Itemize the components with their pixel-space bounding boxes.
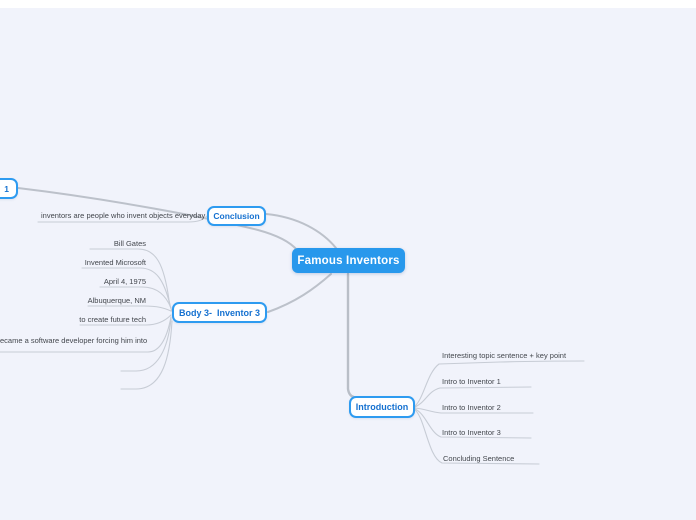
twig-invented-microsoft — [81, 267, 171, 306]
leaf-intro-inventor-1[interactable]: Intro to Inventor 1 — [442, 377, 501, 386]
branch-center-to-body3 — [267, 273, 332, 313]
node-body3-inventor3[interactable]: Body 3- Inventor 3 — [172, 302, 267, 323]
branch-center-to-conclusion — [265, 213, 337, 249]
twig-intro-inventor-2 — [414, 407, 534, 414]
leaf-create-future-tech[interactable]: to create future tech — [79, 315, 146, 324]
node-conclusion[interactable]: Conclusion — [207, 206, 266, 226]
node-famous-inventors[interactable]: Famous Inventors — [292, 248, 405, 273]
leaf-topic-sentence[interactable]: Interesting topic sentence + key point — [442, 351, 567, 360]
node-introduction[interactable]: Introduction — [349, 396, 415, 418]
twig-body3-stub-1 — [120, 318, 172, 372]
twig-intro-inventor-1 — [414, 386, 532, 408]
branch-conclusion-child — [37, 215, 208, 223]
twig-concluding-sentence — [414, 409, 540, 465]
leaf-concluding-sentence[interactable]: Concluding Sentence — [443, 454, 515, 463]
leaf-software-developer-cropped[interactable]: ecame a software developer forcing him i… — [0, 336, 148, 345]
twig-body3-stub-2 — [120, 320, 173, 390]
branch-center-to-introduction — [346, 272, 356, 399]
leaf-albuquerque-nm[interactable]: Albuquerque, NM — [87, 296, 146, 305]
leaf-invented-microsoft[interactable]: Invented Microsoft — [84, 258, 146, 267]
top-bar — [0, 0, 696, 8]
twig-albuquerque — [87, 305, 172, 312]
twig-intro-inventor-3 — [414, 408, 532, 439]
leaf-intro-inventor-2[interactable]: Intro to Inventor 2 — [442, 403, 501, 412]
leaf-april-4-1975[interactable]: April 4, 1975 — [103, 277, 146, 286]
leaf-intro-inventor-3[interactable]: Intro to Inventor 3 — [442, 428, 501, 437]
leaf-inventors-everyday[interactable]: inventors are people who invent objects … — [41, 211, 206, 220]
twig-software-developer — [0, 316, 172, 353]
leaf-bill-gates[interactable]: Bill Gates — [113, 239, 146, 248]
node-body1-cropped[interactable]: 1 — [0, 178, 18, 199]
twig-future-tech — [79, 314, 172, 326]
twig-april — [99, 286, 172, 309]
twig-topic-sentence — [414, 360, 585, 407]
